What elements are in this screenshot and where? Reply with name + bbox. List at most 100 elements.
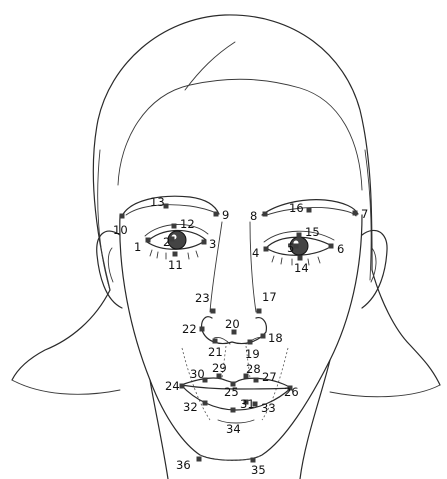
landmark-1: 1 [134,238,151,255]
landmark-4: 4 [252,246,269,260]
left-ear-inner [108,248,113,282]
landmark-marker-36 [197,457,202,462]
landmark-marker-7 [353,211,358,216]
landmark-18: 18 [261,331,283,345]
left-eyebrow-lower [126,205,219,215]
landmark-label-14: 14 [294,261,309,275]
landmark-32: 32 [183,400,208,414]
landmark-31: 31 [240,397,255,411]
landmark-marker-4 [264,247,269,252]
landmark-label-21: 21 [208,345,223,359]
hair-left-fall [12,290,110,380]
hair-bottom-right [330,385,440,397]
landmark-marker-10 [120,214,125,219]
neck-left [150,380,168,479]
landmark-label-22: 22 [182,322,197,336]
landmark-marker-15 [297,233,302,238]
landmark-21: 21 [208,339,223,360]
landmark-marker-19 [248,340,253,345]
landmark-label-32: 32 [183,400,198,414]
landmark-marker-16 [307,208,312,213]
hair-part [185,42,235,90]
landmark-6: 6 [329,242,345,256]
landmark-marker-23 [211,309,216,314]
inner-hairline [118,79,362,190]
landmark-33: 33 [253,401,276,415]
right-ear [362,230,387,308]
landmark-marker-14 [298,256,303,261]
landmark-15: 15 [297,225,320,239]
landmark-8: 8 [250,209,268,223]
landmark-label-31: 31 [240,397,255,411]
landmark-label-1: 1 [134,240,141,254]
landmark-9: 9 [214,208,230,222]
landmark-label-35: 35 [251,463,266,477]
landmark-marker-9 [214,212,219,217]
landmark-label-16: 16 [289,201,304,215]
landmark-marker-27 [254,378,259,383]
landmark-label-20: 20 [225,317,240,331]
hair-right-fall [372,270,440,385]
landmark-29: 29 [212,361,227,379]
landmark-label-25: 25 [224,385,239,399]
landmark-10: 10 [113,214,128,238]
landmark-label-24: 24 [165,379,180,393]
landmark-12: 12 [172,217,195,231]
landmark-26: 26 [284,385,299,399]
landmark-16: 16 [289,201,312,215]
face-outline [120,215,362,460]
landmark-label-29: 29 [212,361,227,375]
landmark-marker-24 [180,384,185,389]
landmark-marker-8 [263,212,268,217]
landmark-label-28: 28 [246,362,261,376]
landmark-label-33: 33 [261,401,276,415]
landmark-label-7: 7 [361,207,368,221]
landmark-marker-32 [203,401,208,406]
landmark-marker-33 [253,402,258,407]
landmark-14: 14 [294,256,309,276]
landmark-marker-1 [146,238,151,243]
landmark-20: 20 [225,317,240,335]
landmark-24: 24 [165,379,185,393]
landmark-label-3: 3 [209,237,216,251]
landmark-label-18: 18 [268,331,283,345]
landmark-marker-21 [213,339,218,344]
landmark-3: 3 [202,237,217,251]
landmark-label-12: 12 [180,217,195,231]
landmark-34: 34 [226,408,241,437]
landmark-marker-34 [231,408,236,413]
left-eyebrow [122,196,219,216]
landmark-marker-12 [172,224,177,229]
landmark-label-36: 36 [176,458,191,472]
landmark-marker-3 [202,240,207,245]
landmark-25: 25 [224,382,239,400]
landmark-label-9: 9 [222,208,229,222]
landmark-28: 28 [244,362,261,379]
landmark-marker-22 [200,327,205,332]
landmark-marker-17 [257,309,262,314]
landmark-label-27: 27 [262,370,277,384]
landmark-17: 17 [257,290,277,314]
landmark-11: 11 [168,252,183,273]
landmark-label-4: 4 [252,246,259,260]
landmark-label-23: 23 [195,291,210,305]
landmark-marker-6 [329,244,334,249]
landmark-label-19: 19 [245,347,260,361]
landmark-label-17: 17 [262,290,277,304]
landmark-label-8: 8 [250,209,257,223]
landmark-label-26: 26 [284,385,299,399]
landmark-35: 35 [251,458,266,478]
neck-right [300,360,330,479]
landmark-30: 30 [190,367,208,383]
hair-bottom-left [12,380,120,394]
landmark-label-34: 34 [226,422,241,436]
landmark-23: 23 [195,291,216,314]
landmark-marker-35 [251,458,256,463]
landmark-36: 36 [176,457,202,473]
landmark-label-11: 11 [168,258,183,272]
landmark-label-15: 15 [305,225,320,239]
landmark-label-10: 10 [113,223,128,237]
landmark-label-30: 30 [190,367,205,381]
